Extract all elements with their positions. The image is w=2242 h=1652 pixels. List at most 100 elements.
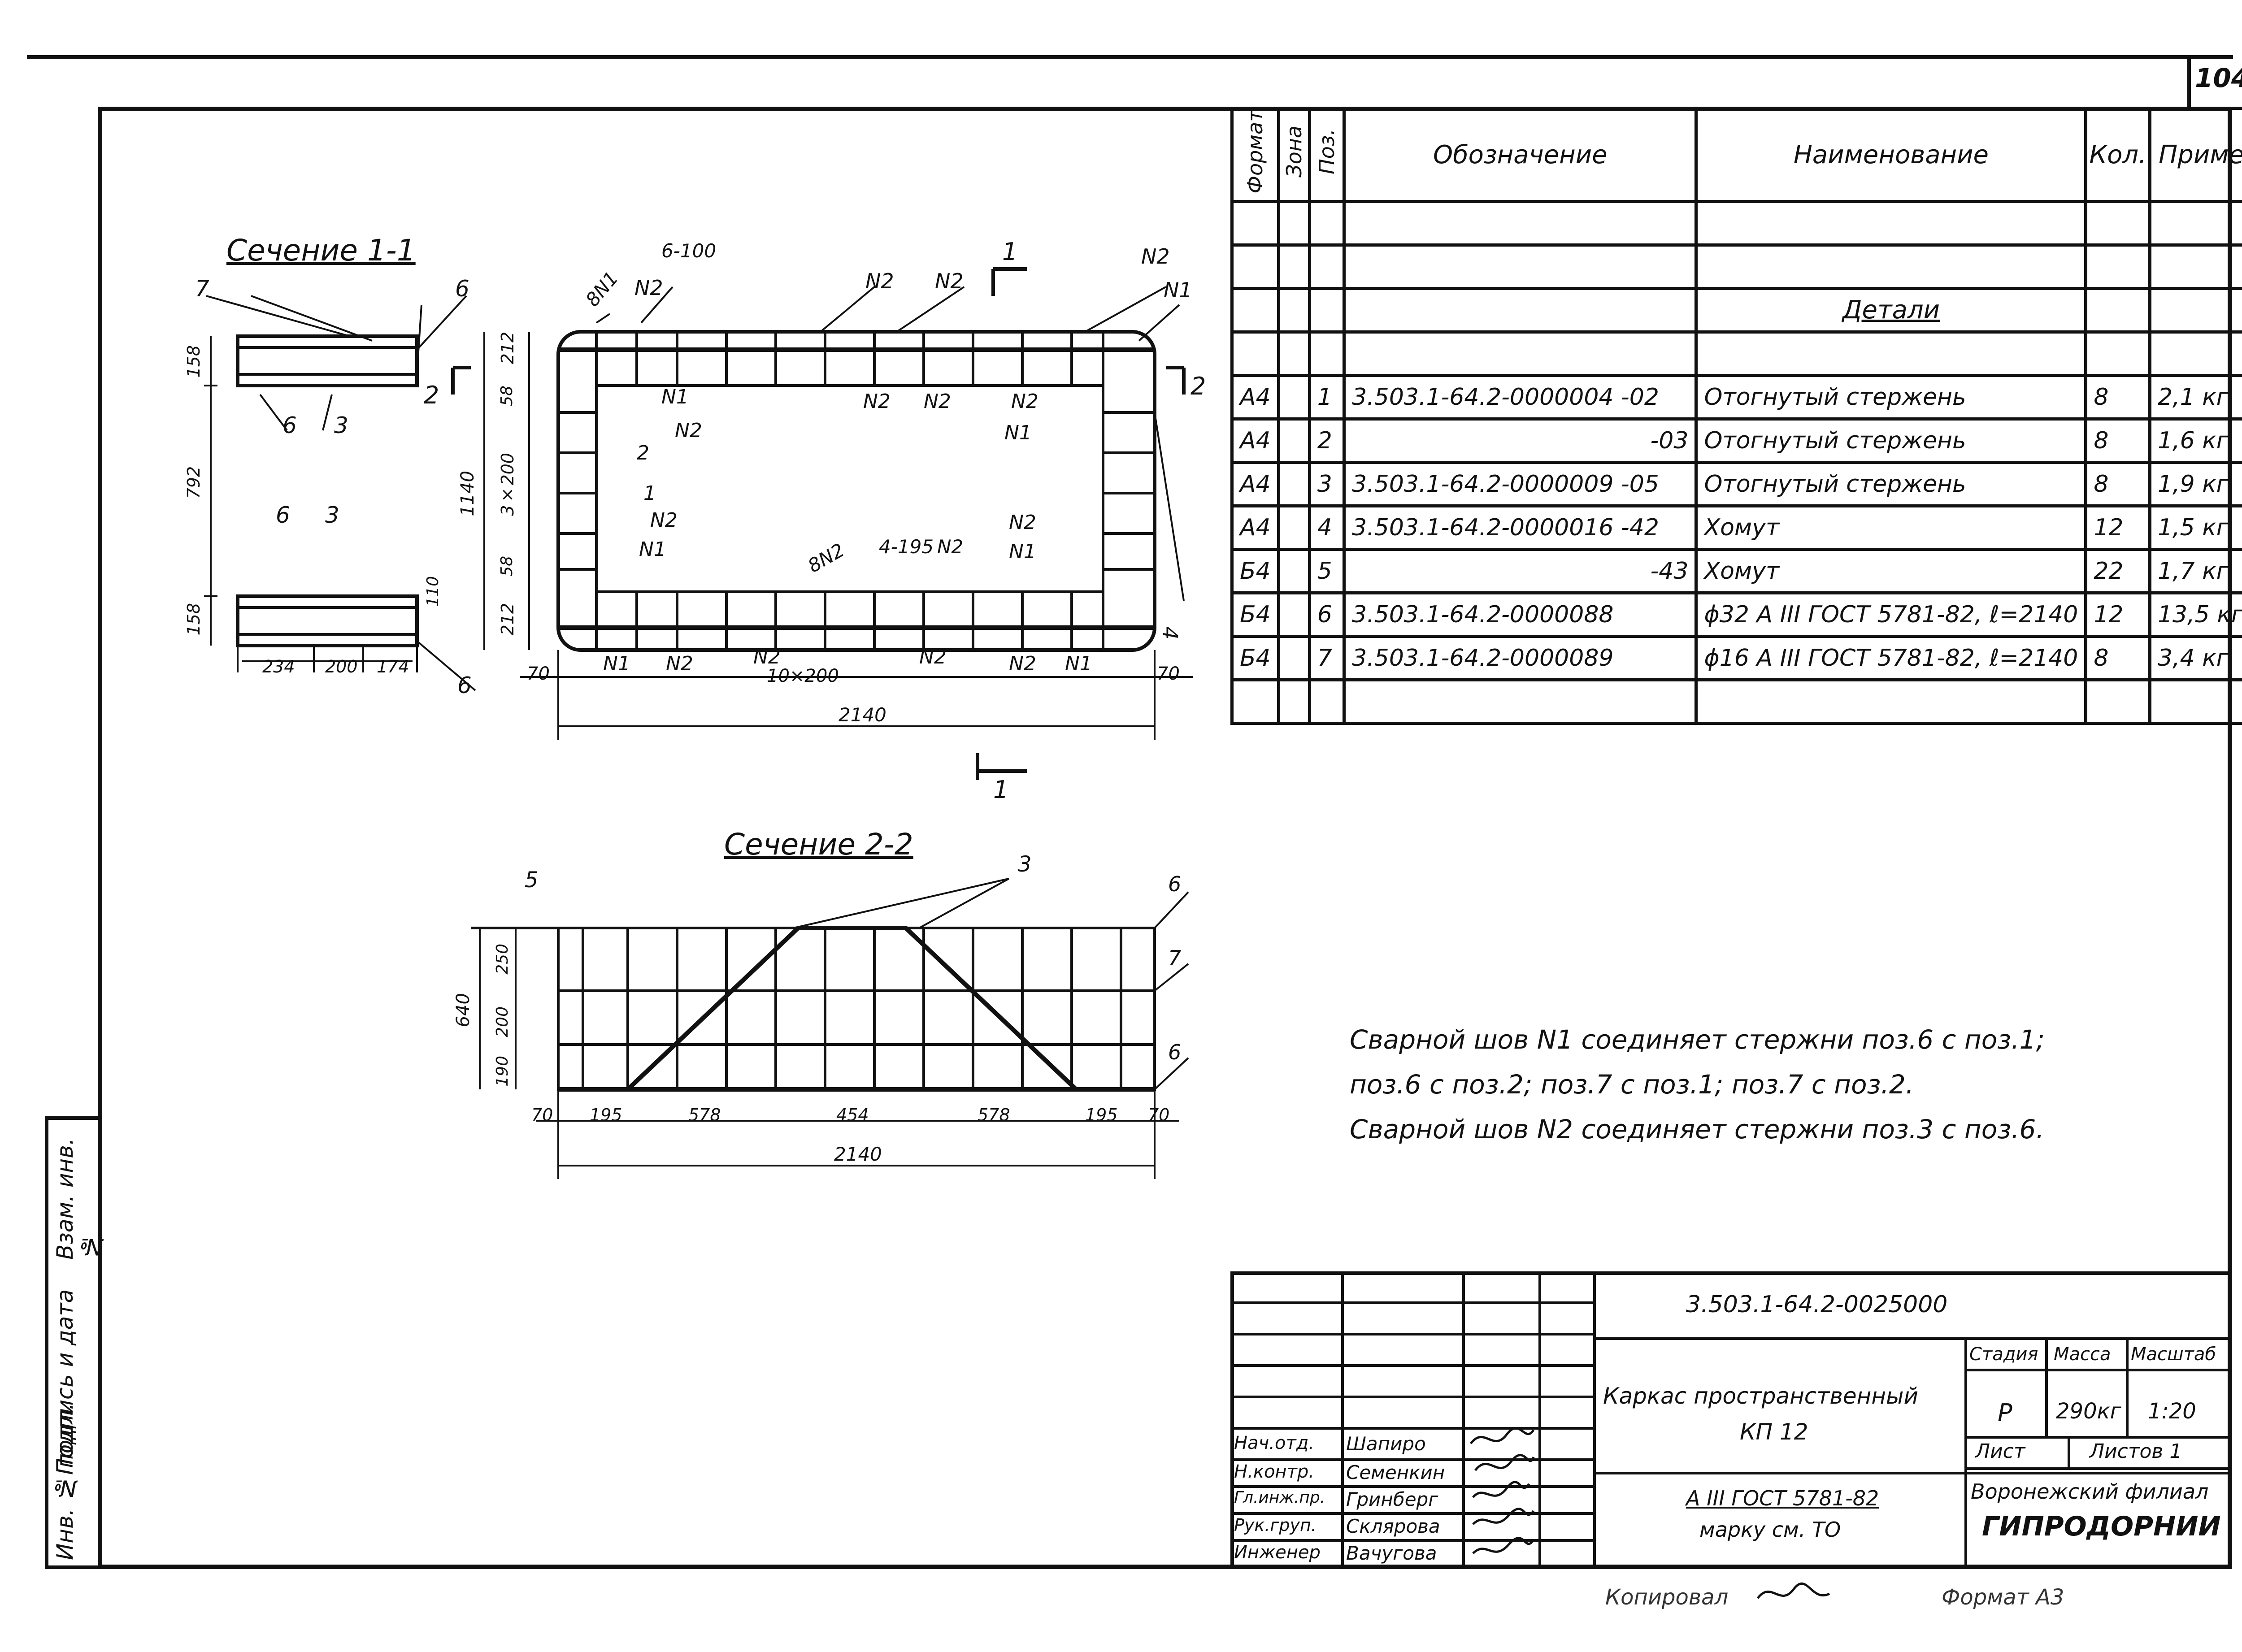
cage-outline bbox=[556, 330, 1156, 652]
dim-70-s22-left: 70 bbox=[531, 1105, 553, 1125]
cell-name: ϕ16 А III ГОСТ 5781-82, ℓ=2140 bbox=[1695, 634, 2088, 681]
reinforcement-drawings bbox=[204, 267, 1193, 1179]
label-n1-b: N1 bbox=[661, 386, 689, 408]
side-label-sign-date: Подпись и дата bbox=[52, 1289, 78, 1475]
cage-inner-opening bbox=[595, 384, 1104, 593]
label-pos5: 5 bbox=[525, 867, 539, 893]
dim-58-top: 58 bbox=[498, 386, 516, 406]
specification-table: Формат Зона Поз. Обозначение Наименовани… bbox=[1230, 107, 2242, 725]
cell-pos: 6 bbox=[1308, 591, 1346, 638]
dim-195-right: 195 bbox=[1085, 1105, 1118, 1125]
cell-pos: 3 bbox=[1308, 460, 1346, 507]
table-row: А4 1 3.503.1-64.2-0000004 -02 Отогнутый … bbox=[1230, 373, 2242, 421]
dim-58-bottom: 58 bbox=[498, 556, 516, 577]
cell-note: 3,4 кг bbox=[2148, 634, 2242, 681]
cell-format: А4 bbox=[1230, 373, 1280, 421]
table-row: Б4 6 3.503.1-64.2-0000088 ϕ32 А III ГОСТ… bbox=[1230, 591, 2242, 638]
section-2-2-title: Сечение 2-2 bbox=[724, 827, 913, 862]
side-stamp-column bbox=[45, 1116, 102, 1569]
table-row: Б4 5 -43 Хомут 22 1,7 кг bbox=[1230, 547, 2242, 594]
signatures bbox=[1470, 1427, 1535, 1554]
cell-format: Б4 bbox=[1230, 634, 1280, 681]
stage-header: Стадия bbox=[1969, 1344, 2038, 1365]
table-row: А4 3 3.503.1-64.2-0000009 -05 Отогнутый … bbox=[1230, 460, 2242, 507]
label-n2-e: N2 bbox=[675, 419, 702, 442]
col-qty: Кол. bbox=[2084, 107, 2151, 203]
person-2: Семенкин bbox=[1346, 1461, 1445, 1483]
label-pos3-mid: 3 bbox=[334, 412, 348, 438]
dim-70-s22-right: 70 bbox=[1148, 1105, 1170, 1125]
stage-value: Р bbox=[1998, 1399, 2012, 1427]
person-1: Шапиро bbox=[1346, 1433, 1426, 1455]
page-number: 104 bbox=[2195, 63, 2242, 93]
dim-250: 250 bbox=[493, 944, 512, 975]
label-n2-c: N2 bbox=[935, 269, 964, 293]
dim-195-left: 195 bbox=[590, 1105, 622, 1125]
title-block bbox=[1230, 1271, 2232, 1569]
cell-note: 1,7 кг bbox=[2148, 547, 2242, 594]
cell-pos: 7 bbox=[1308, 634, 1346, 681]
cell-format: А4 bbox=[1230, 460, 1280, 507]
cell-qty: 8 bbox=[2084, 417, 2151, 464]
col-pos: Поз. bbox=[1308, 107, 1346, 203]
dim-158-bottom: 158 bbox=[184, 603, 204, 636]
role-5: Инженер bbox=[1234, 1542, 1321, 1563]
weld-note-2: поз.6 с поз.2; поз.7 с поз.1; поз.7 с по… bbox=[1350, 1069, 1914, 1100]
section-2-2-outline bbox=[557, 927, 1156, 1091]
label-pos3-low: 3 bbox=[325, 502, 339, 528]
cell-pos: 2 bbox=[1308, 417, 1346, 464]
cell-designation: 3.503.1-64.2-0000088 bbox=[1343, 591, 1698, 638]
section-1-1-title: Сечение 1-1 bbox=[226, 233, 416, 268]
cell-designation: -43 bbox=[1343, 547, 1698, 594]
dim-212-bottom: 212 bbox=[498, 603, 517, 636]
scale-header: Масштаб bbox=[2131, 1344, 2216, 1365]
sheets-label: Листов 1 bbox=[2090, 1440, 2182, 1463]
label-n2-h: N2 bbox=[1011, 390, 1038, 413]
label-pos2: 2 bbox=[637, 442, 649, 464]
org-name-1: Воронежский филиал bbox=[1971, 1479, 2209, 1504]
table-row bbox=[1230, 678, 2242, 725]
person-5: Вачугова bbox=[1346, 1542, 1437, 1564]
cell-qty: 22 bbox=[2084, 547, 2151, 594]
label-n2-g: N2 bbox=[924, 390, 951, 413]
dim-212-top: 212 bbox=[498, 332, 517, 364]
table-row: А4 2 -03 Отогнутый стержень 8 1,6 кг bbox=[1230, 417, 2242, 464]
mass-value: 290кг bbox=[2056, 1399, 2121, 1424]
table-row bbox=[1230, 330, 2242, 377]
label-pos4: 4 bbox=[1158, 626, 1182, 640]
cell-designation: -03 bbox=[1343, 417, 1698, 464]
material-line-2: марку см. ТО bbox=[1699, 1518, 1841, 1542]
section-1-1-top-bar-group bbox=[236, 334, 419, 387]
label-4-195: 4-195 bbox=[879, 536, 934, 558]
label-n2-o: N2 bbox=[1009, 652, 1036, 675]
cell-name: Отогнутый стержень bbox=[1695, 417, 2088, 464]
role-3: Гл.инж.пр. bbox=[1234, 1488, 1325, 1507]
dim-2140-plan: 2140 bbox=[839, 704, 886, 726]
cell-format: Б4 bbox=[1230, 547, 1280, 594]
label-n2-l: N2 bbox=[666, 652, 693, 675]
label-pos6-s22-top: 6 bbox=[1168, 872, 1182, 896]
col-designation: Обозначение bbox=[1343, 107, 1698, 203]
label-n2-k: N2 bbox=[1009, 511, 1036, 534]
cell-designation: 3.503.1-64.2-0000089 bbox=[1343, 634, 1698, 681]
cell-name: Хомут bbox=[1695, 504, 2088, 551]
cell-pos: 4 bbox=[1308, 504, 1346, 551]
weld-note-1: Сварной шов N1 соединяет стержни поз.6 с… bbox=[1350, 1024, 2045, 1055]
dim-640: 640 bbox=[453, 993, 474, 1028]
person-4: Склярова bbox=[1346, 1515, 1440, 1537]
cell-note: 1,5 кг bbox=[2148, 504, 2242, 551]
dim-792: 792 bbox=[184, 466, 204, 499]
dim-110: 110 bbox=[424, 576, 442, 607]
table-row bbox=[1230, 243, 2242, 290]
material-line-1: А III ГОСТ 5781-82 bbox=[1686, 1486, 1879, 1510]
label-pos6-bottom: 6 bbox=[457, 672, 472, 698]
mass-header: Масса bbox=[2054, 1344, 2111, 1365]
table-row: Детали bbox=[1230, 286, 2242, 334]
col-format: Формат bbox=[1230, 107, 1280, 203]
dim-200-s22: 200 bbox=[493, 1006, 512, 1037]
cell-designation: 3.503.1-64.2-0000016 -42 bbox=[1343, 504, 1698, 551]
dim-578-right: 578 bbox=[978, 1105, 1010, 1125]
label-pos3-s22: 3 bbox=[1018, 852, 1032, 877]
label-n2-n: N2 bbox=[919, 646, 947, 668]
dim-454: 454 bbox=[836, 1105, 869, 1125]
